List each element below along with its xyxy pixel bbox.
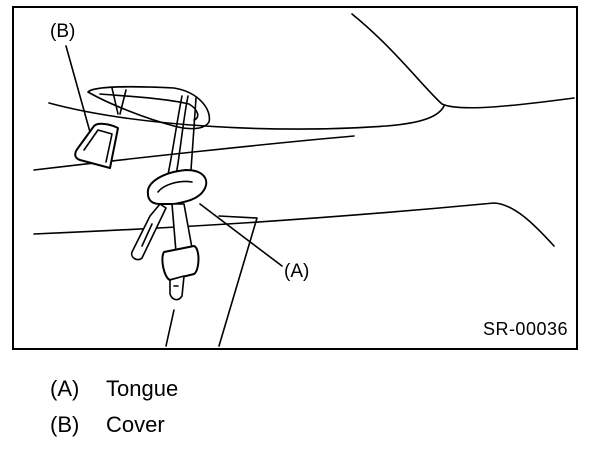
- legend-label: Cover: [106, 412, 165, 437]
- belt-guide-inner: [99, 93, 199, 121]
- leader-line-a: [199, 203, 283, 267]
- seat-cushion-line: [33, 202, 555, 247]
- figure-code: SR-00036: [482, 319, 568, 339]
- tongue-strap: [171, 203, 193, 253]
- trim-line-stub: [165, 309, 175, 347]
- legend-key: (B): [50, 412, 80, 437]
- callout-label-a: (A): [284, 261, 310, 282]
- legend-item: (A) Tongue: [50, 378, 178, 414]
- tongue-tip: [169, 275, 185, 301]
- illustration-frame: (B) (A) SR-00036: [12, 6, 578, 350]
- seat-back-contour: [351, 13, 575, 109]
- seatbelt-illustration: [33, 13, 575, 347]
- rear-tongue-slot: [141, 223, 153, 247]
- tongue-loop-inner: [157, 180, 193, 193]
- callout-label-b: (B): [50, 21, 76, 42]
- tongue-plate: [161, 245, 200, 281]
- cover-part-inner: [83, 129, 113, 163]
- leader-line-b: [65, 45, 91, 133]
- legend: (A) Tongue (B) Cover: [50, 378, 178, 450]
- guide-slot: [111, 87, 127, 115]
- cover-part: [74, 122, 119, 169]
- seat-surface-line: [33, 135, 355, 171]
- seat-back-edge: [48, 102, 445, 130]
- legend-item: (B) Cover: [50, 414, 178, 450]
- legend-label: Tongue: [106, 376, 179, 401]
- trim-line-lower: [218, 215, 258, 347]
- legend-key: (A): [50, 376, 80, 401]
- tongue-loop: [146, 169, 208, 205]
- belt-guide-bezel: [87, 86, 211, 130]
